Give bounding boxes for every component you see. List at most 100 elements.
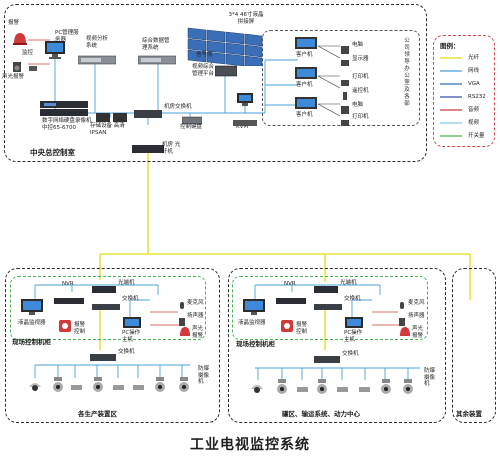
site1-pc-label: PC操作主机: [122, 330, 141, 343]
legend-item-video: 视频: [468, 120, 480, 126]
site2-bullet-camera-2: [336, 380, 350, 399]
office-side-1: 显示器: [352, 56, 369, 62]
site1-switch: [92, 296, 120, 315]
site3-area-label: 其余装置: [456, 410, 482, 418]
site1-pc-icon: [122, 316, 142, 336]
site1-mic-label: 麦克风: [187, 300, 204, 306]
office-client-3: [295, 96, 317, 115]
legend-item-network: 网线: [468, 68, 480, 74]
video-wall-label: 3*4 46寸液晶拼接屏: [228, 12, 264, 25]
office-pc-icon: [340, 40, 350, 59]
site2-ptz-camera-1: [274, 378, 290, 400]
alarm-light-icon: [12, 30, 28, 49]
offices-label: 公司领导办公室及各部: [404, 38, 410, 107]
site1-ptz-camera-4: [176, 376, 192, 398]
optical-transceiver: [132, 140, 164, 159]
site1-switch2: [90, 348, 116, 367]
site2-alarm-icon: [280, 318, 294, 337]
site1-cabinet-frame: [10, 276, 206, 340]
site1-cam-last-label: 防爆摄像机: [198, 366, 210, 385]
office-side-3: 遥控机: [352, 88, 369, 94]
site1-monitor: [20, 298, 44, 320]
decoder-server-label: 综合数据管理系统: [142, 38, 170, 51]
site3-frame: [452, 268, 496, 423]
office-side-2: 打印机: [352, 74, 369, 80]
site1-nvr-label: NVR: [62, 281, 74, 287]
site2-switch2: [314, 350, 340, 369]
office-side-0: 电脑: [352, 42, 364, 48]
site2-mic-icon: [398, 298, 406, 317]
camera-dome-label: 监控: [22, 50, 34, 56]
site1-area-label: 各生产装置区: [78, 410, 117, 418]
central-control-room-frame: [4, 4, 427, 162]
machine-room-switch: [134, 104, 162, 123]
site2-siren-label: 声光报警: [412, 326, 424, 339]
site1-nvr: [54, 290, 84, 309]
pc-mgmt-label: PC管理服务器: [55, 30, 79, 43]
legend-item-vga: VGA: [468, 81, 480, 87]
site1-speaker-icon: [178, 312, 186, 331]
site2-ptz-camera-2: [314, 378, 330, 400]
storage-device: [96, 108, 128, 127]
kvm-box: [233, 112, 257, 131]
office-client-1-label: 客户机: [296, 52, 313, 58]
pc-monitor-icon: [44, 40, 66, 64]
site2-optical-label: 光端机: [340, 280, 357, 286]
site2-monitor-label: 液晶监视器: [238, 320, 266, 326]
gateway-label: 信号流: [196, 52, 213, 58]
site1-bullet-camera-1: [70, 378, 84, 397]
site2-switch: [314, 296, 342, 315]
site1-ptz-camera-1: [50, 376, 66, 398]
site2-alarm-label: 报警控制: [296, 322, 308, 335]
site2-cam-last-label: 防爆摄像机: [424, 368, 436, 387]
site1-monitor-label: 液晶监视器: [18, 320, 46, 326]
recording-server-label: 视频分析系统: [86, 36, 109, 49]
legend-item-fiber: 光纤: [468, 55, 480, 61]
site1-siren-label: 声光报警: [192, 326, 204, 339]
site1-mic-icon: [178, 298, 186, 317]
office-client-1: [295, 36, 317, 55]
site2-nvr-label: NVR: [284, 281, 296, 287]
office-client-3-label: 客户机: [296, 112, 313, 118]
kvm-monitor-icon: [236, 92, 254, 112]
site2-ptz-camera-4: [400, 378, 416, 400]
site1-alarm-label: 报警控制: [74, 322, 86, 335]
site2-switch2-label: 交换机: [342, 351, 359, 357]
site1-frame: [5, 268, 220, 423]
legend-title: 图例：: [440, 42, 460, 50]
camera-icon: [28, 58, 38, 77]
site1-optical: [92, 280, 116, 299]
speaker-icon: [12, 58, 22, 77]
site1-cabinet-label: 现场控制机柜: [12, 338, 51, 346]
video-wall: [186, 26, 264, 70]
site1-bullet-camera-2: [112, 378, 126, 397]
office-item-4: 打印机: [352, 114, 369, 120]
office-client-2-label: 客户机: [296, 82, 313, 88]
legend-item-switch-signal: 开关量: [468, 133, 485, 139]
office-printer-icon: [340, 72, 350, 91]
site2-bullet-camera-1: [296, 380, 310, 399]
site2-speaker-icon: [398, 312, 406, 331]
legend-item-rs232: RS232: [468, 94, 486, 100]
office-pc2-icon: [340, 100, 350, 119]
site2-monitor: [242, 298, 266, 320]
optical-label: 机房 光纤机: [162, 142, 181, 155]
site2-speaker-label: 扬声器: [408, 313, 425, 319]
site2-dome-camera-1: [250, 380, 264, 399]
site2-ptz-camera-3: [378, 378, 394, 400]
site2-area-label: 罐区、输运系统、动力中心: [282, 410, 360, 418]
site1-bullet-camera-3: [132, 378, 146, 397]
site2-bullet-camera-3: [358, 380, 372, 399]
nvr-main-device: [40, 100, 88, 122]
storage-label: 存储设备 高清IPSAN: [90, 123, 125, 136]
decoder-label: 视频综合管理平台: [192, 64, 215, 77]
site2-frame: [228, 268, 446, 423]
site1-switch2-label: 交换机: [118, 349, 135, 355]
kvm-label: KVM: [236, 124, 249, 130]
site2-nvr: [276, 290, 306, 309]
site2-cabinet-frame: [232, 276, 428, 340]
site2-optical: [314, 280, 338, 299]
page-title: 工业电视监控系统: [190, 437, 310, 453]
site2-mic-label: 麦克风: [408, 300, 425, 306]
